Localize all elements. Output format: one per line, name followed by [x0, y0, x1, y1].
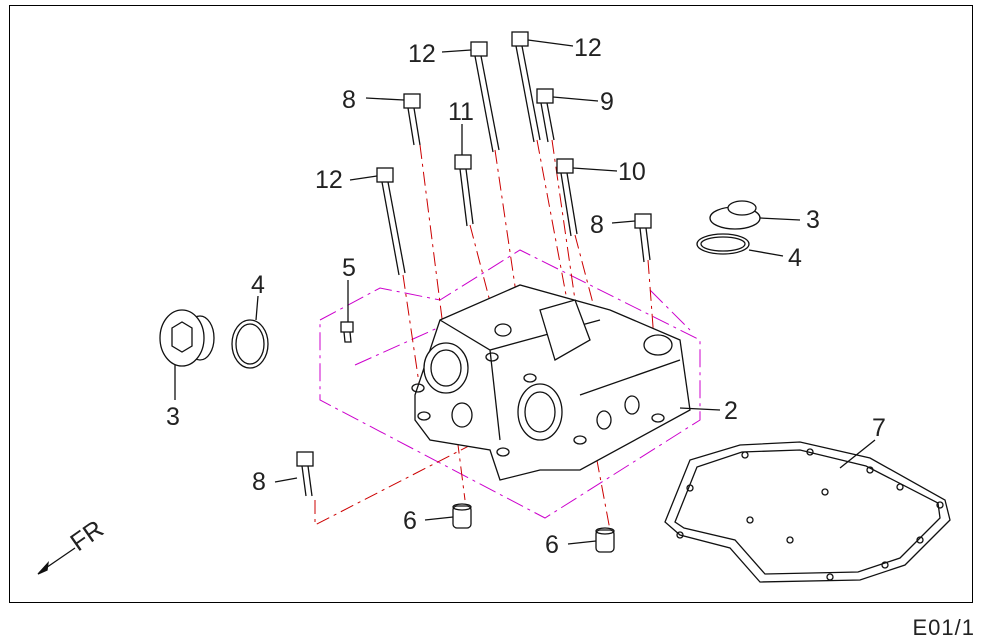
bolt-9: [536, 88, 555, 143]
callout-bolt-12-top-left: 12: [408, 40, 436, 68]
leader-lines: [37, 39, 876, 575]
callout-bolt-8-upper: 8: [342, 86, 356, 114]
callout-bolt-5: 5: [342, 254, 356, 282]
callout-oring-right: 4: [788, 244, 802, 272]
dowel-right: [595, 527, 615, 553]
cylinder-head-cover: [411, 284, 691, 481]
bolt-8-right: [634, 213, 652, 263]
oring-right: [696, 233, 750, 255]
diagram-frame: [9, 5, 973, 603]
bolt-5: [340, 321, 354, 343]
callout-dowel-left: 6: [403, 507, 417, 535]
bolts: [296, 31, 652, 497]
oring-left: [231, 319, 269, 369]
callout-oring-left: 4: [251, 271, 265, 299]
callout-bolt-8-lower: 8: [252, 468, 266, 496]
callout-cylinder-head-cover: 2: [724, 397, 738, 425]
callout-bolt-12-left: 12: [315, 166, 343, 194]
cap-right: [709, 200, 761, 230]
callout-bolt-11: 11: [448, 98, 474, 126]
gasket: [664, 441, 951, 583]
callout-gasket: 7: [872, 414, 886, 442]
callout-dowel-right: 6: [545, 531, 559, 559]
bolt-12-top-left: [470, 41, 500, 153]
dowel-left: [452, 503, 472, 529]
direction-arrowhead: [37, 560, 49, 575]
bolt-10: [556, 158, 578, 237]
callout-bolt-9: 9: [600, 88, 614, 116]
callout-bolt-10: 10: [618, 158, 646, 186]
callout-cap-left: 3: [166, 403, 180, 431]
callout-cap-right: 3: [806, 206, 820, 234]
bolt-12-left: [376, 167, 406, 276]
bolt-11: [454, 154, 474, 227]
callout-bolt-8-right: 8: [590, 211, 604, 239]
page-code: E01/1: [912, 615, 975, 640]
bolt-8-upper: [403, 93, 421, 146]
cap-left: [159, 309, 215, 367]
callout-labels: 12 12 8 9 11 12 10 8 3 4 5 4 3 2 7 8 6 6…: [65, 34, 886, 559]
bolt-12-top-right: [511, 31, 541, 143]
small-parts: [159, 200, 761, 553]
callout-bolt-12-top-right: 12: [574, 34, 602, 62]
bolt-8-lower: [296, 451, 314, 497]
